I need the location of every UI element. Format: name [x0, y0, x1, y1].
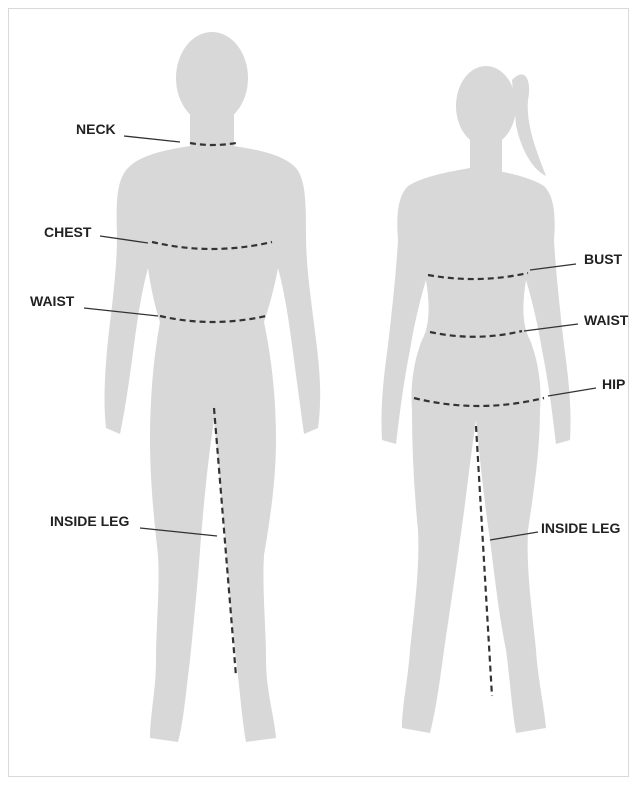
male-neck-leader [124, 136, 180, 142]
male-figure [105, 32, 321, 742]
male-body [105, 146, 321, 742]
female-bust-label: BUST [584, 251, 623, 267]
female-hip-label: HIP [602, 376, 625, 392]
male-neck-label: NECK [76, 121, 116, 137]
male-waist-label: WAIST [30, 293, 75, 309]
female-inside-leg-label: INSIDE LEG [541, 520, 620, 536]
male-inside-leg-label: INSIDE LEG [50, 513, 129, 529]
female-figure [381, 66, 570, 733]
female-ponytail [512, 74, 546, 176]
female-waist-label: WAIST [584, 312, 629, 328]
male-chest-label: CHEST [44, 224, 92, 240]
male-head [176, 32, 248, 124]
female-body [381, 168, 570, 733]
female-head [456, 66, 516, 146]
